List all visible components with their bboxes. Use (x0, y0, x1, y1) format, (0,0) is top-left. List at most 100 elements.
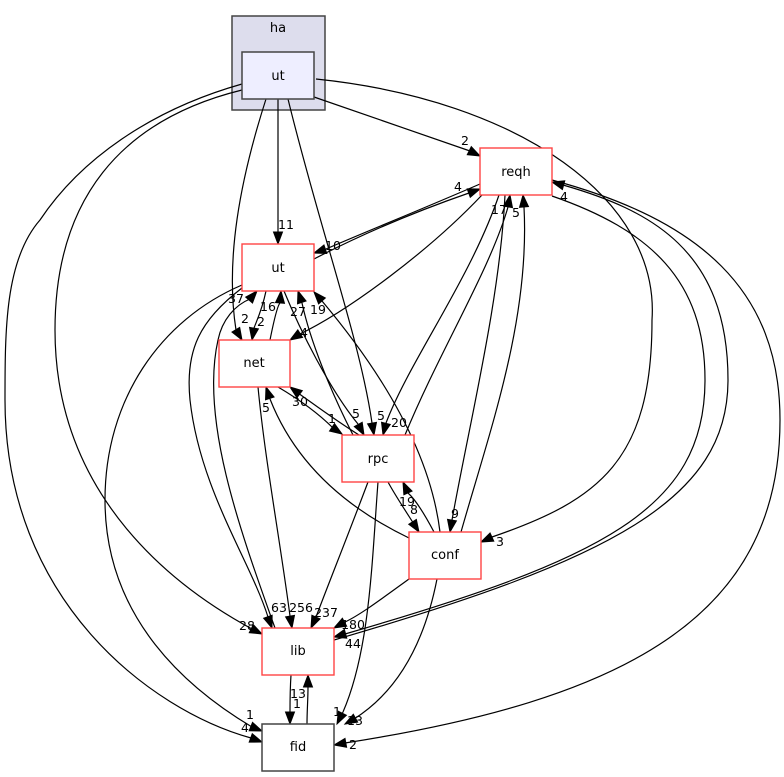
edge-count-label[interactable]: 5 (377, 408, 385, 423)
arrowhead-icon (288, 386, 304, 399)
edge-count-label[interactable]: 1 (293, 696, 301, 711)
edge-count-label[interactable]: 9 (451, 506, 459, 521)
edge-count-label[interactable]: 28 (239, 618, 255, 633)
edge-fid-to-lib[interactable]: 13 (290, 673, 314, 725)
cluster-label: ha (270, 21, 286, 36)
edge-ha-ut-to-reqh[interactable]: 2 (313, 96, 482, 157)
edge-reqh-to-fid[interactable]: 2 (332, 179, 781, 752)
node-lib[interactable]: lib (261, 627, 335, 676)
edge-count-label[interactable]: 5 (512, 205, 520, 220)
arrowhead-icon (244, 289, 258, 304)
edge-count-label[interactable]: 4 (241, 720, 249, 735)
edge-count-label[interactable]: 2 (257, 314, 265, 329)
edge-count-label[interactable]: 37 (228, 291, 244, 306)
edge-count-label[interactable]: 13 (290, 686, 306, 701)
edge-line (344, 578, 410, 623)
edge-count-label[interactable]: 30 (292, 394, 308, 409)
edge-reqh-to-rpc[interactable]: 20 (380, 194, 500, 437)
edge-ut-to-lib[interactable]: 63 (188, 287, 287, 630)
edge-count-label[interactable]: 1 (246, 707, 254, 722)
edge-count-label[interactable]: 2 (461, 133, 469, 148)
edge-net-to-lib[interactable]: 256 (257, 386, 313, 630)
edge-rpc-to-reqh[interactable]: 17 (404, 193, 514, 436)
edge-count-label[interactable]: 1 (328, 411, 336, 426)
edge-ut-to-rpc[interactable]: 5 (283, 290, 365, 437)
edge-lib-to-fid[interactable]: 1 (284, 674, 301, 726)
edge-ha-ut-to-fid[interactable]: 4 (4, 83, 264, 743)
edge-count-label[interactable]: 4 (300, 325, 308, 340)
edge-rpc-to-fid[interactable]: 1 (333, 481, 379, 726)
edge-line (344, 195, 706, 635)
edge-count-label[interactable]: 4 (454, 179, 462, 194)
edge-rpc-to-conf[interactable]: 8 (387, 481, 420, 534)
edge-count-label[interactable]: 19 (399, 494, 415, 509)
edge-line (297, 392, 360, 436)
edge-reqh-to-conf[interactable]: 9 (446, 194, 506, 534)
edge-count-label[interactable]: 8 (410, 502, 418, 517)
edge-rpc-to-lib[interactable]: 237 (310, 481, 369, 630)
edge-reqh-to-lib[interactable]: 44 (332, 195, 706, 651)
edge-lib-to-ut[interactable]: 37 (212, 289, 276, 629)
edge-count-label[interactable]: 10 (325, 238, 341, 253)
edge-line (315, 481, 369, 618)
edge-count-label[interactable]: 27 (290, 304, 306, 319)
edge-reqh-to-ut[interactable]: 10 (312, 183, 481, 255)
edge-line (321, 300, 441, 533)
edge-conf-to-rpc[interactable]: 19 (399, 480, 435, 533)
node-label: fid (290, 740, 306, 755)
edge-rpc-to-ut[interactable]: 27 (290, 289, 354, 436)
edge-count-label[interactable]: 180 (341, 617, 365, 632)
edge-count-label[interactable]: 3 (496, 534, 504, 549)
edge-count-label[interactable]: 19 (310, 302, 326, 317)
edge-line (301, 302, 354, 436)
edge-count-label[interactable]: 44 (345, 636, 361, 651)
edge-ut-to-reqh[interactable]: 4 (313, 179, 482, 260)
edge-net-to-ut[interactable]: 16 (260, 289, 286, 341)
node-ut[interactable]: ut (241, 243, 315, 292)
edge-count-label[interactable]: 5 (262, 400, 270, 415)
node-reqh[interactable]: reqh (479, 147, 553, 196)
edge-conf-to-fid[interactable]: 13 (343, 578, 438, 728)
edge-conf-to-net[interactable]: 5 (262, 385, 410, 539)
node-box (261, 723, 335, 772)
edge-conf-to-ut[interactable]: 19 (310, 290, 441, 533)
node-label: rpc (368, 452, 389, 467)
node-label: lib (290, 644, 305, 659)
edge-ha-ut-to-rpc[interactable]: 5 (287, 98, 385, 437)
edge-count-label[interactable]: 1 (333, 704, 341, 719)
node-fid[interactable]: fid (261, 723, 335, 772)
edge-ha-ut-to-net[interactable]: 2 (231, 98, 267, 342)
edge-lib-to-reqh[interactable]: 4 (333, 180, 729, 641)
node-rpc[interactable]: rpc (341, 434, 415, 483)
edge-count-label[interactable]: 63 (271, 600, 287, 615)
edge-conf-to-lib[interactable]: 180 (332, 578, 410, 632)
edge-count-label[interactable]: 2 (241, 311, 249, 326)
edge-count-label[interactable]: 237 (314, 605, 338, 620)
edge-line (188, 287, 269, 618)
edge-ut-to-net[interactable]: 2 (248, 290, 267, 342)
edge-count-label[interactable]: 13 (347, 713, 363, 728)
edge-count-label[interactable]: 11 (278, 217, 294, 232)
edge-ha-ut-to-lib[interactable]: 28 (54, 89, 264, 635)
edge-net-to-rpc[interactable]: 1 (277, 386, 344, 435)
node-conf[interactable]: conf (408, 531, 482, 580)
arrowhead-icon (248, 732, 264, 743)
edge-count-label[interactable]: 2 (349, 737, 357, 752)
edge-count-label[interactable]: 4 (560, 189, 568, 204)
edge-reqh-to-net[interactable]: 4 (288, 194, 483, 341)
edge-ha-ut-to-conf[interactable]: 3 (315, 78, 653, 549)
edge-conf-to-reqh[interactable]: 5 (460, 193, 530, 533)
node-box (341, 434, 415, 483)
edge-count-label[interactable]: 256 (289, 600, 313, 615)
node-net[interactable]: net (218, 339, 291, 388)
edge-count-label[interactable]: 16 (260, 299, 276, 314)
edge-count-label[interactable]: 5 (352, 406, 360, 421)
edge-line (451, 194, 506, 521)
edge-ut-to-fid[interactable]: 1 (104, 284, 264, 732)
edge-ha-ut-to-ut[interactable]: 11 (272, 99, 294, 246)
edge-rpc-to-net[interactable]: 30 (288, 386, 360, 436)
node-ha-ut[interactable]: ut (241, 51, 315, 100)
edge-count-label[interactable]: 17 (491, 202, 507, 217)
